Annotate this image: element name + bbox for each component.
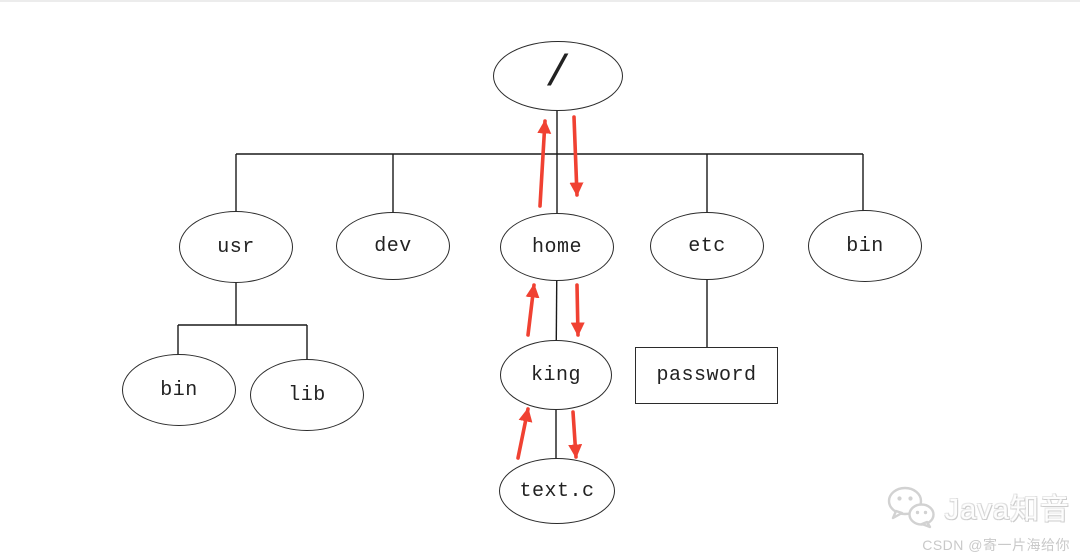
node-lib: lib (250, 359, 364, 431)
node-text-c-label: text.c (519, 479, 595, 503)
arrow-textc-to-king-up (516, 407, 533, 460)
node-home: home (500, 213, 614, 281)
node-king: king (500, 340, 612, 410)
node-root-label: / (544, 49, 572, 99)
arrow-home-to-king-down (570, 283, 585, 337)
node-home-label: home (531, 235, 582, 259)
watermark-credit-text: CSDN @寄一片海给你 (922, 537, 1070, 553)
node-etc-label: etc (688, 234, 726, 258)
arrow-root-to-home-down (569, 115, 584, 197)
node-usr: usr (179, 211, 293, 283)
node-etc: etc (650, 212, 764, 280)
node-dev-label: dev (374, 234, 412, 258)
node-password-label: password (656, 364, 757, 387)
watermark-brand-text: Java知音 (944, 494, 1070, 526)
node-dev: dev (336, 212, 450, 280)
node-bin-usr-label: bin (160, 378, 198, 402)
node-root: / (493, 41, 623, 111)
watermark: Java知音 CSDN @寄一片海给你 (886, 485, 1070, 555)
watermark-brand-row: Java知音 (886, 485, 1070, 529)
node-bin-top-label: bin (846, 234, 884, 258)
node-bin-usr: bin (122, 354, 236, 426)
node-bin-top: bin (808, 210, 922, 282)
wechat-icon (887, 486, 935, 529)
node-usr-label: usr (217, 235, 255, 259)
arrow-king-to-home-up (525, 283, 540, 337)
node-password: password (635, 347, 778, 404)
node-king-label: king (530, 363, 581, 387)
arrow-home-to-root-up (537, 119, 552, 208)
node-text-c: text.c (499, 458, 615, 524)
node-lib-label: lib (288, 383, 326, 407)
arrow-king-to-textc-down (568, 410, 583, 459)
